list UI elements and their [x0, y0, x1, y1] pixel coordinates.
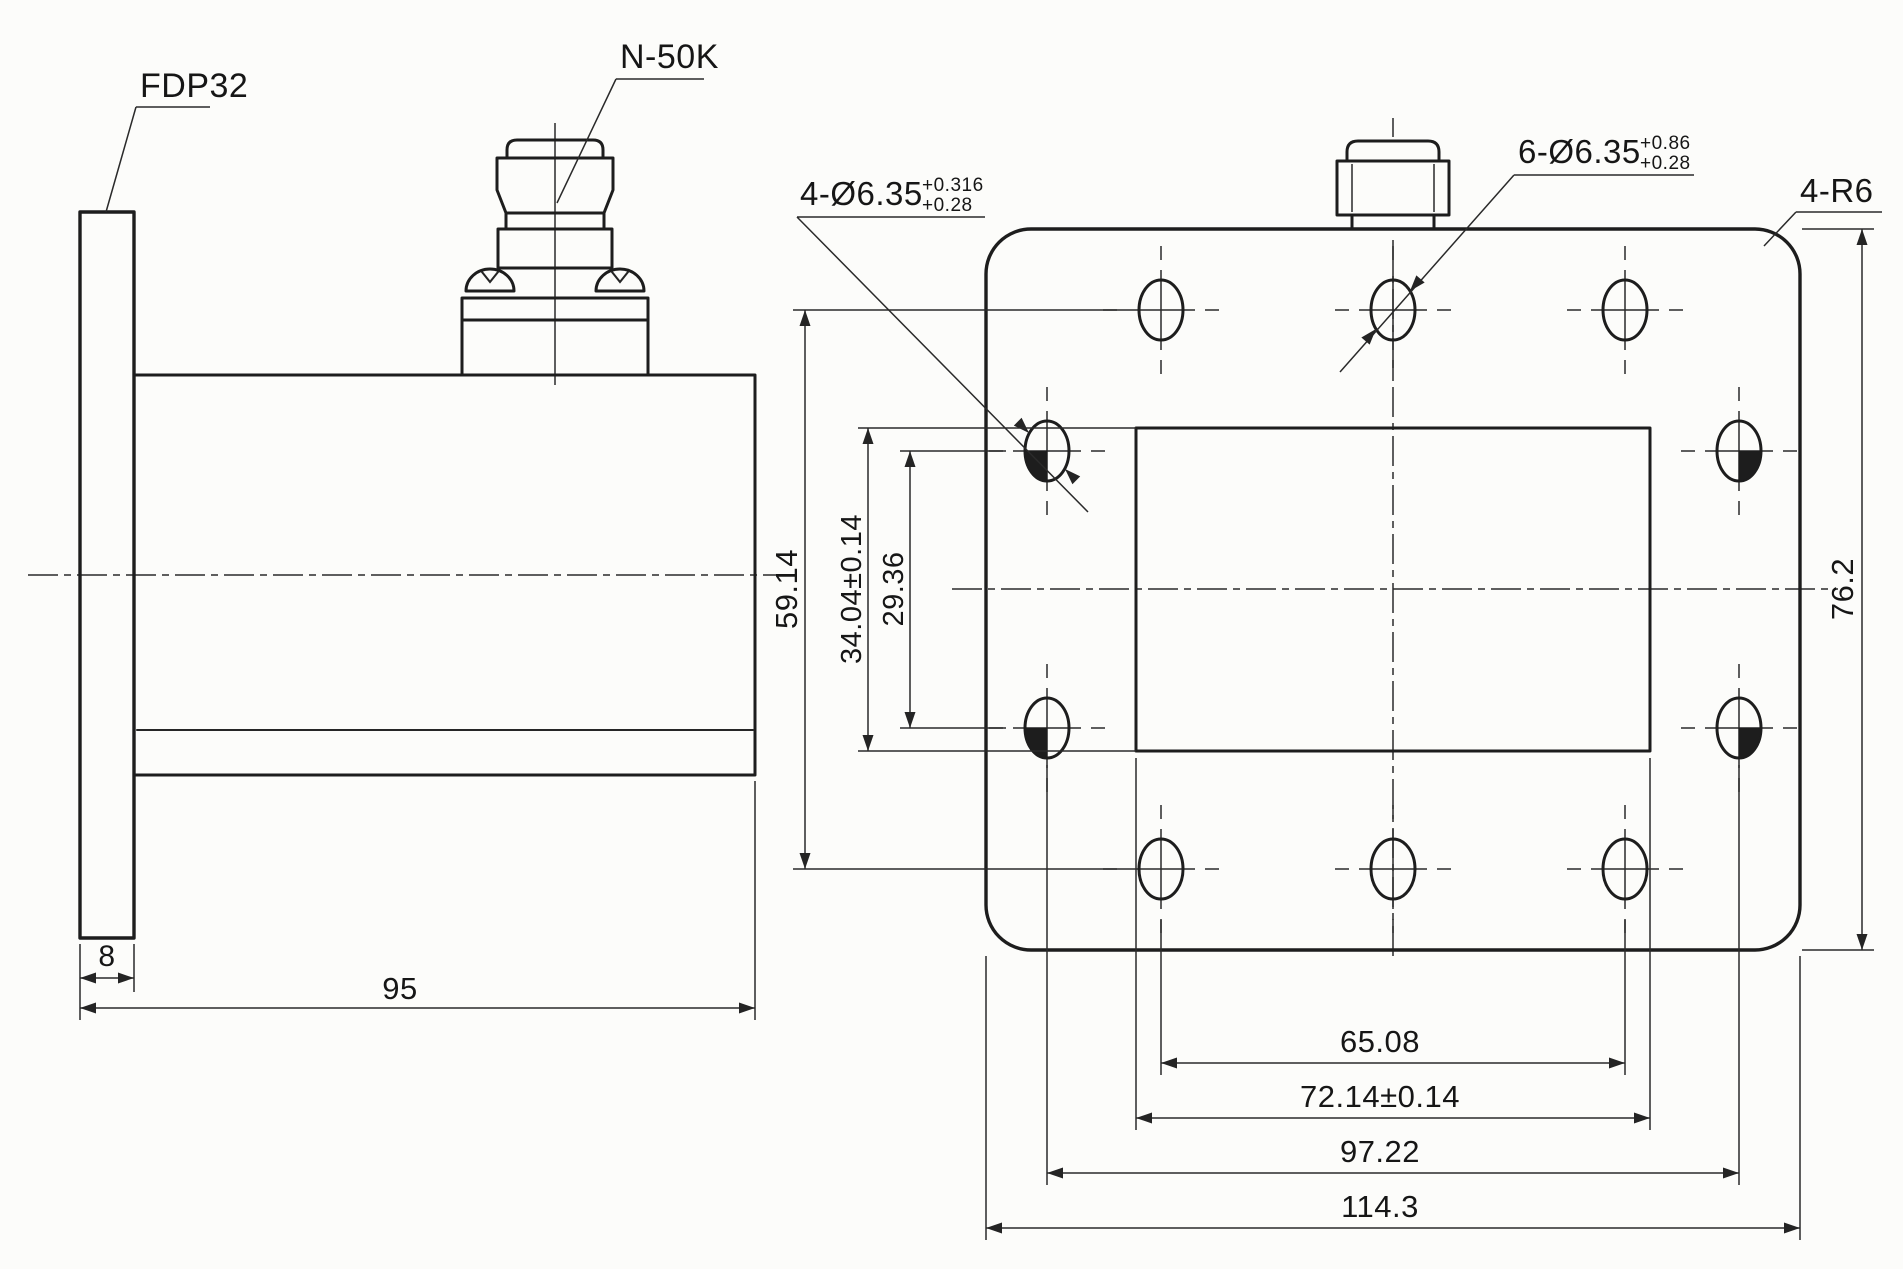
side-view: FDP32 N-50K 8 95 — [28, 38, 778, 1020]
dimension-text: 29.36 — [878, 551, 910, 626]
connector-type-leader-line — [556, 78, 704, 204]
pin-hole-quadrant-fill — [1024, 450, 1048, 482]
connector-type-callout: N-50K — [556, 38, 719, 204]
dimension-text: 59.14 — [769, 549, 804, 629]
dimension-mount-hole-spacing-vertical: 59.14 — [769, 309, 1127, 870]
front-view: 4-Ø6.35 +0.316 +0.28 6-Ø6.35 +0.86 +0.28… — [769, 118, 1882, 1240]
extension-lines — [985, 956, 1801, 1240]
dimension-text: 65.08 — [1340, 1024, 1420, 1059]
left-screw-head — [464, 267, 516, 293]
mounting-holes — [1102, 245, 1684, 934]
mounting-hole — [1137, 837, 1185, 901]
connector-cap-front — [1345, 139, 1441, 163]
waveguide-body-side — [132, 373, 757, 777]
corner-radius-callout: 4-R6 — [1763, 172, 1882, 247]
connector-knurl-lines — [1351, 164, 1435, 212]
dimension-aperture-height: 34.04±0.14 — [836, 427, 1136, 752]
dimension-flange-height: 76.2 — [1802, 228, 1874, 951]
screw-slots — [480, 270, 630, 284]
dimension-text: 114.3 — [1341, 1189, 1419, 1224]
dimension-text: 76.2 — [1825, 558, 1860, 620]
pin-hole-quadrant-fill — [1738, 450, 1762, 482]
dimension-text: 95 — [382, 971, 417, 1006]
corner-radius-label: 4-R6 — [1800, 172, 1874, 209]
extension-lines — [793, 309, 1127, 870]
n-connector-front — [1335, 139, 1451, 231]
dimension-pin-hole-spacing-vertical: 29.36 — [878, 450, 1006, 729]
mount-holes-label: 6-Ø6.35 — [1518, 133, 1641, 170]
dimension-text: 8 — [98, 940, 115, 973]
extension-lines — [900, 450, 1006, 729]
extension-lines — [1046, 765, 1740, 1185]
pin-holes-label: 4-Ø6.35 — [800, 175, 923, 212]
pin-holes-tolerance-upper: +0.316 — [922, 175, 984, 196]
pin-hole-quadrant-fill — [1738, 727, 1762, 759]
pin-holes-tolerance-lower: +0.28 — [922, 195, 973, 216]
mounting-hole — [1369, 278, 1417, 342]
mounting-hole — [1601, 278, 1649, 342]
flange-type-leader-line — [105, 106, 210, 213]
right-screw-head — [594, 267, 646, 293]
dimension-pin-hole-spacing-horizontal: 97.22 — [1046, 765, 1740, 1185]
mount-holes-callout: 6-Ø6.35 +0.86 +0.28 — [1339, 133, 1694, 373]
connector-cap — [505, 138, 605, 160]
mount-holes-tolerance-lower: +0.28 — [1640, 153, 1691, 174]
connector-step-front — [1350, 213, 1436, 231]
dimension-body-length: 95 — [80, 781, 756, 1020]
waveguide-aperture — [1134, 426, 1652, 753]
dimension-text: 72.14±0.14 — [1300, 1079, 1460, 1114]
mount-holes-tolerance-upper: +0.86 — [1640, 133, 1691, 154]
connector-base-block — [496, 227, 614, 270]
mounting-hole — [1601, 837, 1649, 901]
extension-lines — [1135, 758, 1651, 1130]
flange-type-label: FDP32 — [140, 67, 248, 105]
connector-pedestal — [460, 318, 650, 377]
flange-type-callout: FDP32 — [105, 67, 248, 213]
mounting-hole — [1137, 278, 1185, 342]
n-connector-side — [460, 123, 650, 385]
mounting-hole — [1369, 837, 1417, 901]
dimension-text: 34.04±0.14 — [836, 514, 868, 664]
dimension-text: 97.22 — [1340, 1134, 1420, 1169]
pin-holes-callout: 4-Ø6.35 +0.316 +0.28 — [796, 175, 1089, 513]
extension-lines — [858, 427, 1136, 752]
connector-type-label: N-50K — [620, 38, 719, 76]
pin-hole-quadrant-fill — [1024, 727, 1048, 759]
extension-lines — [1160, 920, 1626, 1075]
dimension-flange-width: 114.3 — [985, 956, 1801, 1240]
dimension-mount-hole-spacing-horizontal: 65.08 — [1160, 920, 1626, 1075]
dimension-aperture-width: 72.14±0.14 — [1135, 758, 1651, 1130]
corner-radius-leader-line — [1763, 211, 1882, 247]
connector-body-front — [1335, 159, 1451, 217]
pin-holes-leader-line — [796, 216, 1089, 513]
